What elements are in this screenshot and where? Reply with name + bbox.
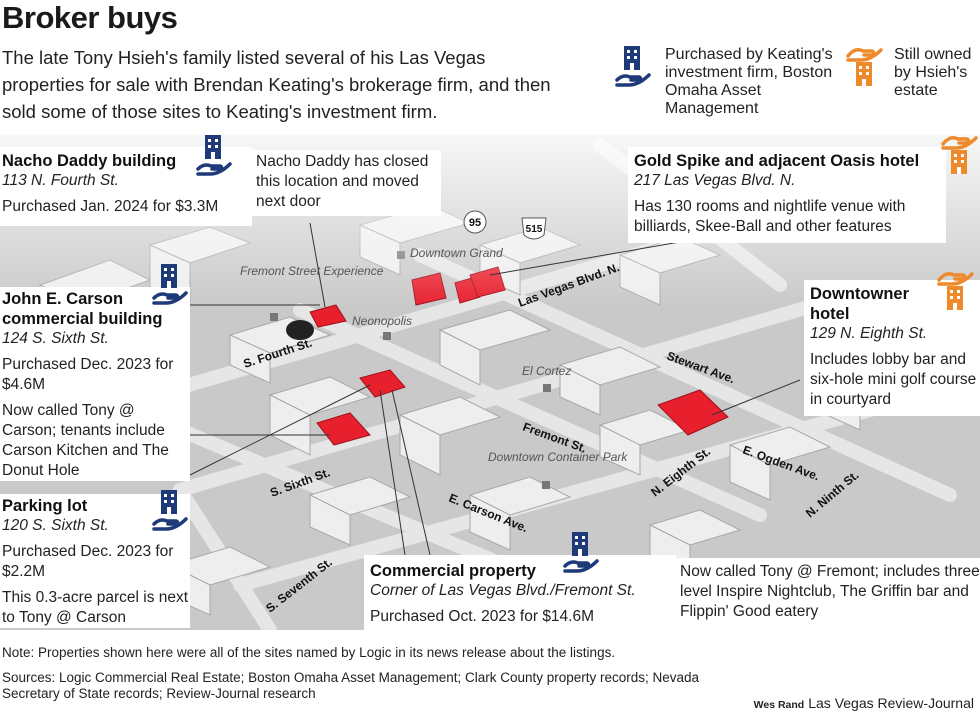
route-shield-95: 95 (463, 210, 487, 234)
callout-address: 120 S. Sixth St. (2, 517, 109, 534)
place-label-fremont-experience: Fremont Street Experience (240, 264, 384, 278)
page-title: Broker buys (2, 0, 178, 35)
callout-gold-spike: Gold Spike and adjacent Oasis hotel 217 … (628, 147, 946, 243)
footer-sources: Sources: Logic Commercial Real Estate; B… (2, 670, 700, 701)
callout-parking-lot: Parking lot 120 S. Sixth St. Purchased D… (0, 494, 190, 628)
callout-address: 124 S. Sixth St. (2, 330, 109, 347)
callout-purchase: Purchased Dec. 2023 for $4.6M (2, 356, 174, 393)
callout-address: 217 Las Vegas Blvd. N. (634, 172, 796, 189)
callout-note: This 0.3-acre parcel is next to Tony @ C… (2, 589, 189, 626)
callout-note: Includes lobby bar and six-hole mini gol… (810, 351, 977, 408)
callout-address: Corner of Las Vegas Blvd./Fremont St. (370, 582, 636, 599)
legend-owned-label: Still owned by Hsieh's estate (894, 46, 972, 99)
legend: Purchased by Keating's investment firm, … (615, 44, 980, 124)
callout-title: Downtowner hotel (810, 285, 909, 323)
artist-credit: Wes Rand (753, 699, 805, 711)
orange-building-hand-icon (937, 272, 974, 310)
callout-address: 129 N. Eighth St. (810, 325, 928, 342)
callout-purchase: Purchased Dec. 2023 for $2.2M (2, 543, 174, 580)
shield-515-label: 515 (526, 224, 543, 235)
callout-address: 113 N. Fourth St. (2, 172, 119, 189)
publication-credit: Las Vegas Review-Journal (808, 695, 974, 711)
callout-title: Parking lot (2, 497, 88, 515)
callout-note: Now called Tony @ Carson; tenants includ… (2, 402, 169, 479)
place-label-el-cortez: El Cortez (522, 364, 571, 378)
blue-building-hand-icon (196, 135, 232, 176)
orange-building-hand-icon (941, 136, 978, 174)
callout-title: Commercial property (370, 562, 536, 580)
callout-commercial-note: Now called Tony @ Fremont; includes thre… (674, 558, 980, 636)
blue-building-hand-icon (615, 46, 651, 87)
place-label-downtown-grand: Downtown Grand (410, 246, 503, 260)
orange-building-hand-icon (846, 48, 883, 86)
callout-title: Nacho Daddy building (2, 152, 177, 170)
place-label-container-park: Downtown Container Park (488, 450, 628, 464)
blue-building-hand-icon (152, 264, 188, 305)
callout-nacho-note: Nacho Daddy has closed this location and… (250, 150, 441, 216)
blue-building-hand-icon (152, 490, 188, 531)
callout-purchase: Purchased Jan. 2024 for $3.3M (2, 198, 219, 215)
intro-text: The late Tony Hsieh's family listed seve… (2, 47, 551, 122)
callout-nacho-daddy: Nacho Daddy building 113 N. Fourth St. P… (0, 147, 252, 226)
callout-purchase: Purchased Oct. 2023 for $14.6M (370, 608, 595, 625)
callout-commercial-property: Commercial property Corner of Las Vegas … (364, 555, 676, 643)
callout-title: Gold Spike and adjacent Oasis hotel (634, 152, 920, 170)
callout-note: Has 130 rooms and nightlife venue with b… (634, 198, 906, 235)
shield-95-label: 95 (469, 217, 481, 229)
footer-note: Note: Properties shown here were all of … (2, 645, 616, 660)
callout-title: John E. Carson commercial building (2, 290, 163, 328)
blue-building-hand-icon (563, 532, 599, 573)
callout-carson-building: John E. Carson commercial building 124 S… (0, 287, 190, 481)
place-label-neonopolis: Neonopolis (352, 314, 412, 328)
route-shield-515: 515 (521, 217, 547, 240)
callout-downtowner: Downtowner hotel 129 N. Eighth St. Inclu… (804, 280, 980, 416)
legend-purchased-label: Purchased by Keating's investment firm, … (665, 46, 833, 117)
